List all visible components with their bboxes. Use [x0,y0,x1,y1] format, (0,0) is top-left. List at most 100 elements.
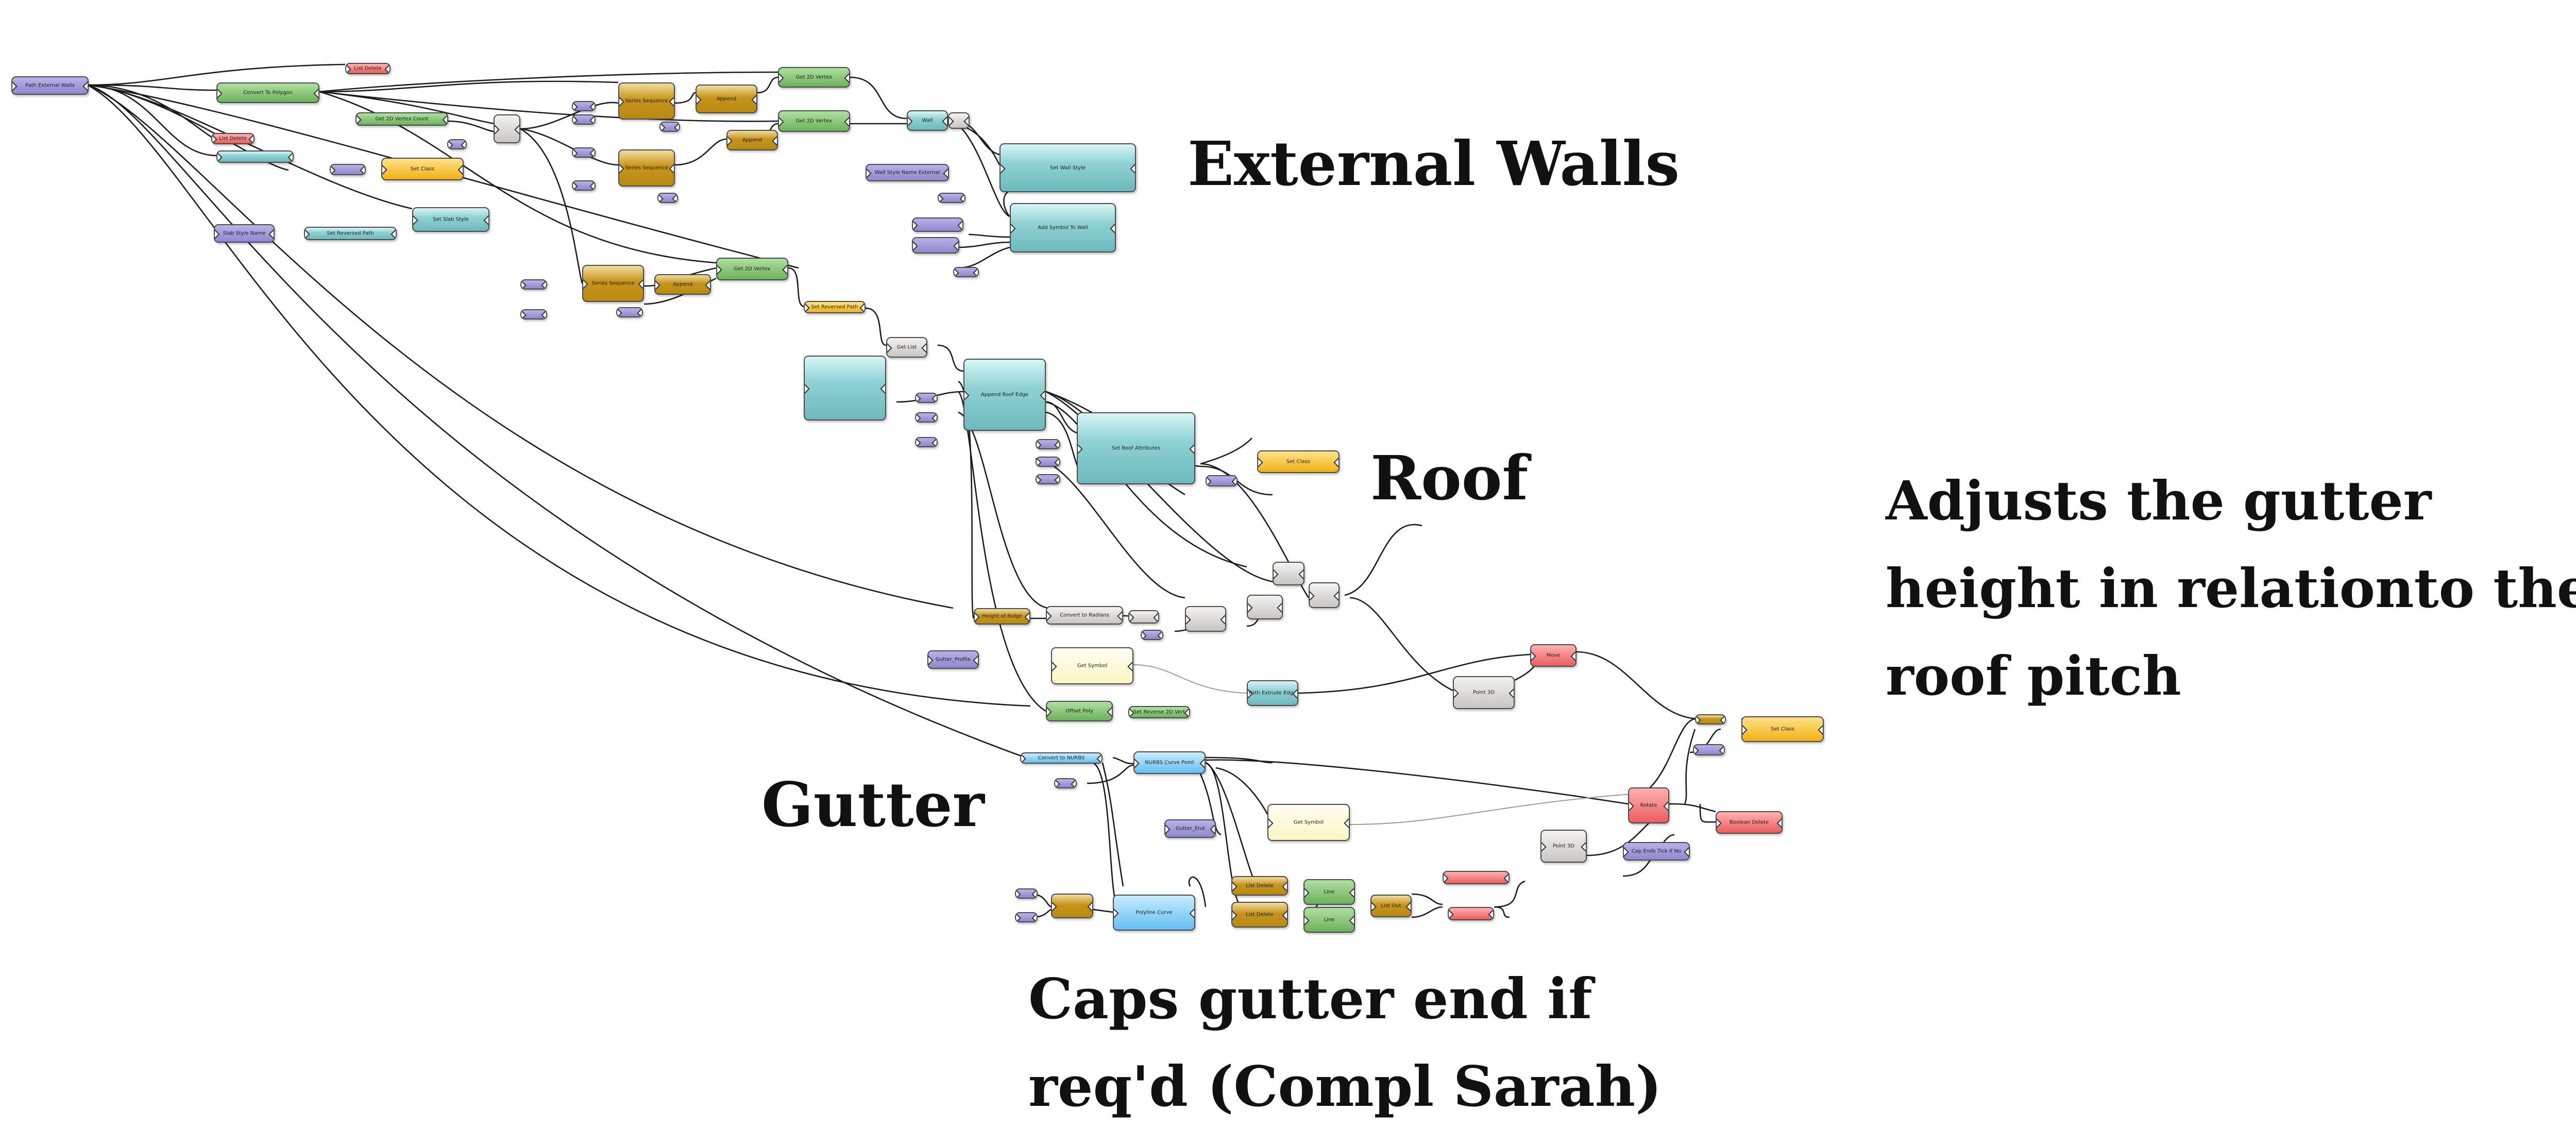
list-delete-node[interactable]: List Delete [345,63,391,74]
symbol-door-node[interactable] [912,237,959,254]
get-list-node[interactable]: Get List [886,337,927,358]
arg-node[interactable] [659,122,680,132]
node-title: Offset Poly [1065,708,1093,714]
list-create-slab-node[interactable] [216,150,294,163]
wall-node[interactable]: Wall [907,110,948,131]
arg-node[interactable] [657,193,678,203]
get-2d-vertex-node[interactable]: Get 2D Vertex [716,258,788,280]
arg-node[interactable] [616,307,643,317]
set-wall-style-node[interactable]: Set Wall Style [999,143,1136,192]
append-node[interactable]: Append [726,130,778,150]
arg-node[interactable] [447,139,467,149]
path-extrude-edge-node[interactable]: Path Extrude Edge [1247,680,1298,706]
arg-node[interactable] [1693,744,1725,755]
line-node[interactable]: Line [1303,879,1355,905]
add-node[interactable] [1273,562,1304,585]
add-symbol-to-wall-node[interactable]: Add Symbol To Wall [1010,203,1116,253]
node-title: Gutter_Profile [935,657,971,663]
offset-poly-node[interactable]: Offset Poly [1046,701,1113,721]
node-title: Line [1324,917,1335,923]
arg-node[interactable] [1054,778,1077,788]
scale-node[interactable] [1185,606,1226,632]
wire [757,76,778,94]
div-node[interactable] [1247,595,1283,619]
point-3d-node[interactable]: Point 3D [1453,676,1515,709]
node-title: Set Wall Style [1050,165,1086,171]
arg-node[interactable] [915,437,938,447]
get-symbol-node[interactable]: Get Symbol [1267,804,1350,841]
point-3d-node[interactable]: Point 3D [1540,830,1587,863]
list-delete-node[interactable] [1448,907,1494,920]
rotate-node[interactable]: Rotate [1628,787,1669,823]
list-delete-node[interactable]: List Delete [1231,876,1288,896]
series-sequence-node[interactable]: Series Sequence [618,82,675,120]
set-class-node[interactable]: Set Class [1741,716,1824,742]
append-node[interactable]: Append [696,85,757,113]
wall-style-name-node[interactable]: Wall Style Name External [866,164,949,181]
set-reversed-path-node[interactable]: Set Reversed Path [804,301,866,313]
convert-to-radians-node[interactable]: Convert to Radians [1046,606,1123,625]
get-2d-vertex-node[interactable]: Get 2D Vertex [778,67,850,88]
gutter-end-node[interactable]: Gutter_End [1164,819,1216,838]
list-delete-node[interactable]: List Delete [1231,902,1288,928]
set-slab-style-node[interactable]: Set Slab Style [412,207,489,232]
slab-style-name-node[interactable]: Slab Style Name [214,224,275,243]
arg-node[interactable] [572,180,596,191]
arg-node[interactable] [1206,475,1238,486]
list-delete-node[interactable] [1443,871,1510,884]
arg-node[interactable] [572,101,596,111]
roof-parameters-node[interactable] [804,356,886,420]
arg-node[interactable] [1036,457,1060,467]
set-class-node[interactable]: Set Class [381,158,464,180]
arg-node[interactable] [1141,630,1163,640]
arg-node[interactable] [1015,888,1038,899]
list-delete-node[interactable]: List Delete [211,133,255,144]
convert-to-polygon-node[interactable]: Convert To Polygon [216,82,319,103]
arg-node[interactable] [915,393,938,403]
series-sequence-node[interactable]: Series Sequence [582,265,644,302]
polyline-curve-node[interactable]: Polyline Curve [1113,895,1195,931]
line-node[interactable]: Line [1303,907,1355,933]
boolean-delete-node[interactable]: Boolean Delete [1716,811,1783,834]
convert-to-nurbs-node[interactable]: Convert to NURBS [1020,752,1103,764]
append-node[interactable]: Append [654,274,711,295]
move-node[interactable]: Move [1530,644,1577,667]
list-out-node[interactable]: List Out [1370,895,1412,917]
list-node[interactable] [948,112,970,129]
cap-ends-node[interactable]: Cap Ends Tick If No [1623,842,1690,861]
node-title: List Delete [219,136,247,142]
gutter-profile-node[interactable]: Gutter_Profile [927,650,979,669]
series-sequence-node[interactable]: Series Sequence [618,149,675,187]
int-node[interactable] [330,164,366,175]
gutter-height-note-line1: Adjusts the gutter [1886,469,2432,532]
nurbs-curve-point-node[interactable]: NURBS Curve Point [1133,751,1206,774]
arg-node[interactable] [1036,474,1060,484]
mul-node[interactable] [1309,582,1340,608]
arg-node[interactable] [1036,439,1060,449]
arg-node[interactable] [572,147,596,158]
arg-node[interactable] [953,267,979,277]
set-reversed-path-node[interactable]: Set Reversed Path [304,227,397,240]
arg-node[interactable] [915,412,938,423]
arg-node[interactable] [1015,912,1038,922]
get-2d-vertex-count-node[interactable]: Get 2D Vertex Count [355,112,448,126]
tan-node[interactable] [1128,610,1159,624]
set-roof-attributes-node[interactable]: Set Roof Attributes [1077,412,1195,484]
path-external-walls-node[interactable]: Path External Walls [11,76,89,95]
arg-node[interactable] [1695,714,1726,725]
gutter-label: Gutter [761,769,985,840]
arg-node[interactable] [520,279,547,290]
height-of-ridge-node[interactable]: Height of Ridge [974,608,1030,625]
series-node[interactable] [494,114,520,143]
arg-node[interactable] [572,114,596,125]
arg-node[interactable] [938,193,965,203]
series-node[interactable] [1051,894,1093,918]
arg-node[interactable] [520,309,547,319]
append-roof-edge-node[interactable]: Append Roof Edge [963,359,1046,431]
node-title: Point 3D [1552,843,1575,849]
get-2d-vertex-node[interactable]: Get 2D Vertex [778,110,850,132]
set-reverse-2d-node[interactable]: Set Reverse 2D Vert [1128,706,1190,718]
symbol-window-node[interactable] [912,217,963,232]
get-symbol-node[interactable]: Get Symbol [1051,647,1133,684]
set-class-node[interactable]: Set Class [1257,450,1340,473]
